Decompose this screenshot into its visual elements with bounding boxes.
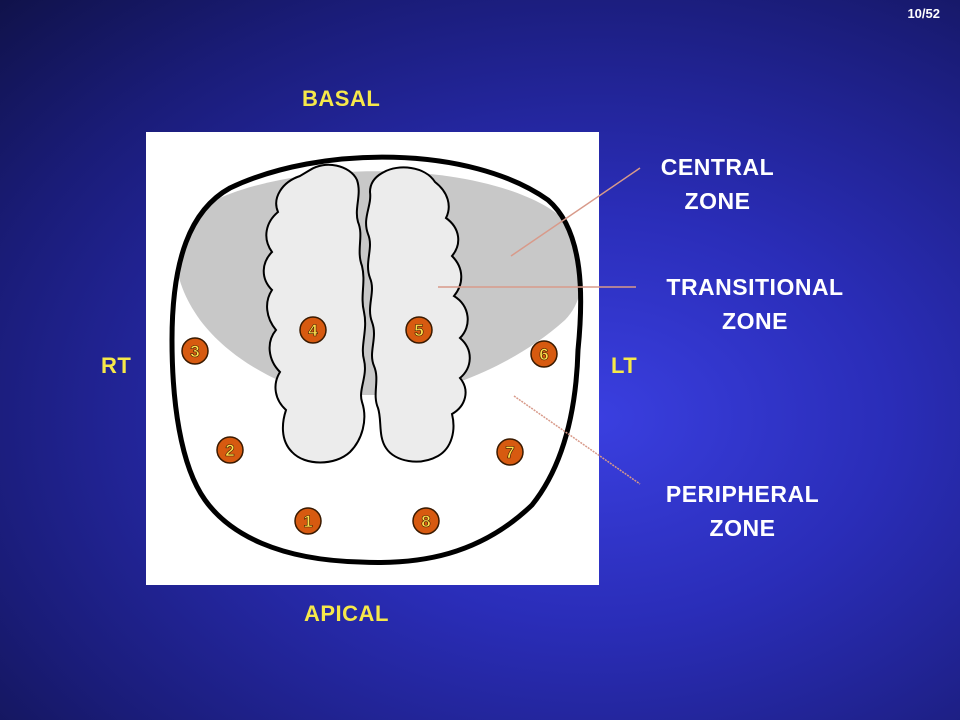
biopsy-marker-5: 5	[405, 316, 433, 344]
transitional-zone-left-lobe	[262, 163, 367, 464]
label-lt: LT	[611, 353, 638, 378]
label-basal: BASAL	[302, 86, 381, 111]
biopsy-marker-3: 3	[181, 337, 209, 365]
biopsy-marker-number: 8	[421, 512, 430, 531]
label-peripheral-zone: PERIPHERAL ZONE	[650, 477, 835, 545]
peripheral-zone-line2: ZONE	[709, 515, 776, 541]
label-transitional-zone: TRANSITIONAL ZONE	[645, 270, 865, 338]
biopsy-marker-circle	[412, 507, 440, 535]
central-zone-line1: CENTRAL	[660, 154, 775, 180]
label-apical: APICAL	[304, 601, 389, 626]
central-zone-line2: ZONE	[684, 188, 751, 214]
biopsy-marker-number: 6	[539, 345, 548, 364]
page-indicator: 10/52	[907, 6, 940, 21]
biopsy-marker-7: 7	[496, 438, 524, 466]
biopsy-marker-circle	[299, 316, 327, 344]
biopsy-marker-circle	[530, 340, 558, 368]
transitional-zone-line2: ZONE	[722, 308, 788, 334]
peripheral-zone-line1: PERIPHERAL	[665, 481, 820, 507]
biopsy-marker-circle	[181, 337, 209, 365]
biopsy-marker-circle	[216, 436, 244, 464]
biopsy-marker-2: 2	[216, 436, 244, 464]
biopsy-marker-number: 7	[505, 443, 514, 462]
label-rt: RT	[101, 353, 132, 378]
biopsy-marker-number: 3	[190, 342, 199, 361]
biopsy-marker-1: 1	[294, 507, 322, 535]
biopsy-marker-number: 1	[303, 512, 312, 531]
biopsy-marker-number: 5	[414, 321, 423, 340]
transitional-zone-right-lobe	[365, 166, 471, 463]
label-central-zone: CENTRAL ZONE	[640, 150, 795, 218]
biopsy-marker-number: 4	[308, 321, 318, 340]
biopsy-markers: 1 2 3 4 5 6 7 8	[181, 316, 558, 535]
biopsy-marker-circle	[294, 507, 322, 535]
leader-line-central-zone	[510, 167, 641, 257]
biopsy-marker-8: 8	[412, 507, 440, 535]
leader-line-peripheral-zone	[513, 395, 641, 485]
transitional-zone-line1: TRANSITIONAL	[666, 274, 844, 300]
biopsy-marker-circle	[405, 316, 433, 344]
prostate-outline	[169, 154, 584, 565]
biopsy-marker-circle	[496, 438, 524, 466]
biopsy-marker-6: 6	[530, 340, 558, 368]
biopsy-marker-4: 4	[299, 316, 327, 344]
biopsy-marker-number: 2	[225, 441, 234, 460]
